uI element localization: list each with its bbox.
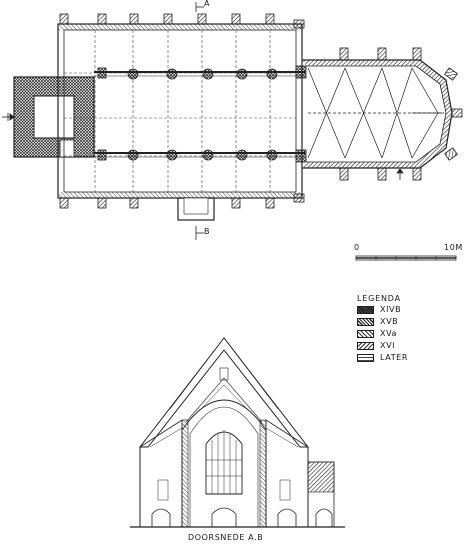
west-tower: [13, 76, 95, 158]
north-buttresses: [59, 13, 305, 29]
legend-label: LATER: [380, 353, 408, 362]
section-arrows: [2, 2, 404, 240]
legend-label: XVI: [380, 341, 396, 350]
legend-swatch: [357, 330, 374, 338]
legend-label: XVB: [380, 317, 399, 326]
legend-label: XVa: [380, 329, 398, 338]
legend-swatch: [357, 354, 374, 362]
legend-label: XIVB: [380, 305, 402, 314]
legend-title: LEGENDA: [357, 294, 401, 303]
piers: [97, 65, 307, 163]
section-caption: DOORSNEDE A.B: [188, 533, 264, 542]
choir: [302, 47, 463, 181]
legend-swatch: [357, 318, 374, 326]
cross-section: [130, 337, 345, 528]
nave-vaulting: [64, 30, 296, 192]
legend-swatch: [357, 342, 374, 350]
section-marker-b: B: [204, 227, 211, 236]
scale-start-label: 0: [354, 243, 360, 252]
south-buttresses: [59, 193, 305, 209]
legend-swatch: [357, 306, 374, 314]
section-marker-a: A: [204, 0, 211, 8]
scale-bar: [355, 255, 457, 261]
scale-end-label: 10M: [444, 243, 463, 252]
